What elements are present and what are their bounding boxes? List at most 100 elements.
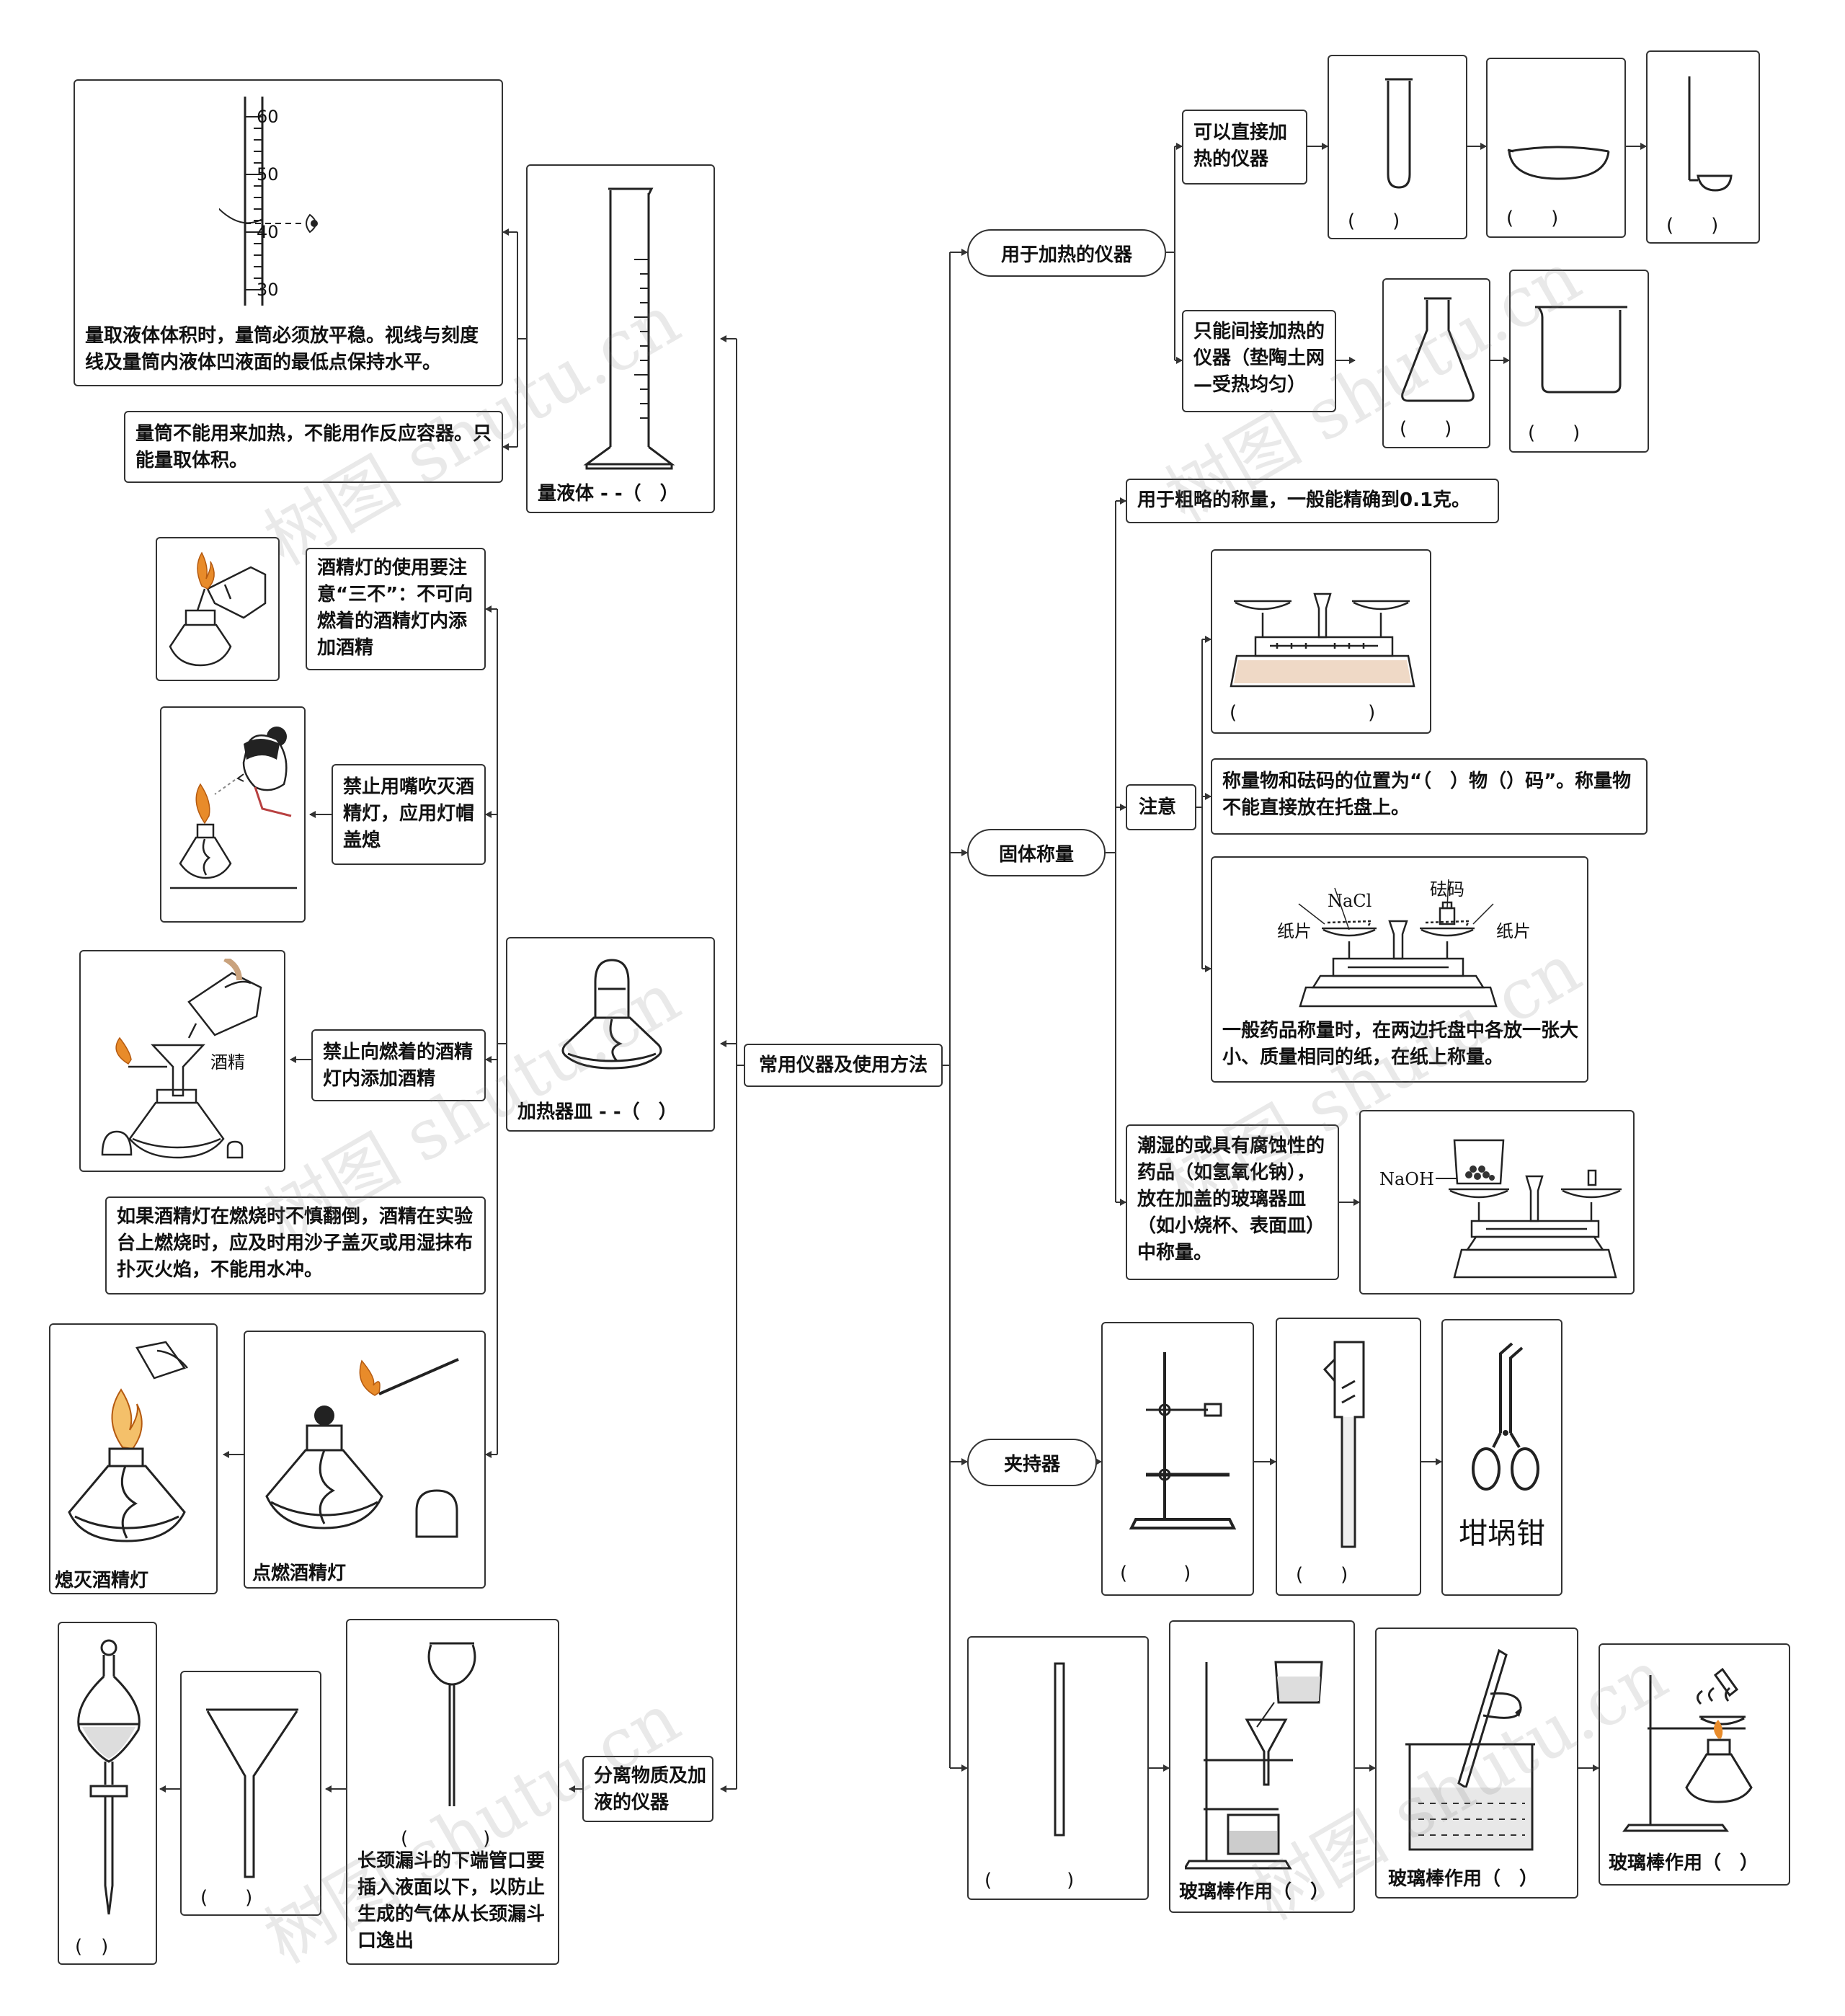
three-no-rule-note: 酒精灯的使用要注意“三不”：不可向燃着的酒精灯内添加酒精 [306,548,486,670]
stirring-caption: 玻璃棒作用（ ） [1388,1868,1539,1890]
no-add-alcohol-note: 禁止向燃着的酒精灯内添加酒精 [311,1029,486,1101]
long-neck-funnel-paren: ( ) [401,1828,491,1850]
evaporation-caption: 玻璃棒作用（ ） [1609,1852,1759,1874]
naoh-label: NaOH [1379,1169,1434,1189]
corrosive-weighing-text: 潮湿的或具有腐蚀性的药品（如氢氧化钠），放在加盖的玻璃器皿（如小烧杯、表面皿）中… [1137,1135,1325,1264]
beaker-node[interactable]: ( ) [1509,270,1649,453]
scale-label-50: 50 [257,164,279,185]
pour-alcohol-illustration: 酒精 [79,950,285,1172]
blow-lamp-illustration [160,706,306,923]
combustion-spoon-paren: ( ) [1666,215,1719,236]
stirring-icon [1405,1648,1535,1851]
rough-weighing-text: 用于粗略的称量，一般能精确到0.1克。 [1137,489,1471,511]
attention-label: 注意 [1139,796,1177,818]
direct-heating-label: 可以直接加热的仪器 [1193,122,1288,170]
alcohol-label: 酒精 [210,1052,245,1073]
scale-label-30: 30 [257,280,279,300]
balance-paren: ( ) [1230,702,1376,724]
filtration-node: 玻璃棒作用（ ） [1169,1620,1355,1913]
conical-flask-icon [1401,297,1475,402]
evaporation-icon [1622,1667,1753,1832]
light-lamp-caption: 点燃酒精灯 [252,1563,347,1584]
direct-heating-node[interactable]: 可以直接加热的仪器 [1182,110,1307,185]
clamp-tools-node[interactable]: 夹持器 [967,1439,1097,1486]
heating-instruments-node[interactable]: 用于加热的仪器 [967,229,1166,277]
test-tube-node[interactable]: ( ) [1328,55,1467,239]
crucible-tongs-node[interactable]: 坩埚钳 [1441,1319,1562,1596]
evaporation-node: 玻璃棒作用（ ） [1599,1643,1790,1886]
balance-node[interactable]: ( ) [1211,549,1431,734]
separatory-funnel-paren: ( ) [75,1936,109,1958]
long-neck-funnel-note: 长颈漏斗的下端管口要插入液面以下，以防止生成的气体从长颈漏斗口逸出 [357,1850,546,1952]
conical-flask-paren: ( ) [1400,418,1452,440]
test-tube-icon [1385,78,1413,189]
clamp-tools-label: 夹持器 [1003,1453,1060,1475]
test-tube-holder-node[interactable]: ( ) [1276,1318,1421,1596]
naoh-pointer-line [1436,1178,1457,1179]
filtration-caption: 玻璃棒作用（ ） [1179,1881,1330,1903]
alcohol-lamp-icon [561,959,662,1070]
pouring-alcohol-icon [101,959,262,1159]
weights-label: 砝码 [1430,879,1464,900]
graduated-cylinder-node[interactable]: 量液体 - -（ ） [526,164,715,513]
meniscus-scale-icon [219,97,318,306]
separatory-funnel-node[interactable]: ( ) [58,1622,157,1965]
heating-instruments-label: 用于加热的仪器 [1000,244,1132,266]
glass-rod-paren: ( ) [984,1870,1075,1891]
paper-weighing-text: 一般药品称量时，在两边托盘中各放一张大小、质量相同的纸，在纸上称量。 [1222,1020,1579,1068]
glass-rod-node[interactable]: ( ) [967,1636,1149,1900]
nacl-label: NaCl [1328,891,1372,911]
indirect-heating-node[interactable]: 只能间接加热的仪器（垫陶土网—受热均匀） [1182,310,1336,412]
crucible-tongs-label: 坩埚钳 [1459,1517,1545,1550]
meniscus-reading-text: 量取液体体积时，量筒必须放平稳。视线与刻度线及量筒内液体凹液面的最低点保持水平。 [85,325,479,373]
test-tube-holder-paren: ( ) [1296,1564,1348,1586]
test-tube-holder-icon [1322,1341,1365,1548]
funnel-icon [206,1708,298,1878]
evaporating-dish-node[interactable]: ( ) [1486,58,1626,238]
weight-position-note: 称量物和砝码的位置为“（ ）物（）码”。称量物不能直接放在托盘上。 [1211,758,1648,835]
alcohol-lamp-node[interactable]: 加热器皿 - -（ ） [506,937,715,1132]
naoh-balance-node: NaOH [1359,1110,1635,1295]
meniscus-reading-note: 60 50 40 30 量取液体体积时，量筒必须放平稳。视线与刻度线及量筒内液体… [74,79,503,386]
filtration-icon [1185,1661,1323,1870]
separation-node[interactable]: 分离物质及加液的仪器 [582,1756,713,1822]
scale-label-60: 60 [257,107,279,127]
alcohol-lamp-caption: 加热器皿 - -（ ） [517,1101,677,1123]
person-blowing-icon [170,727,297,889]
scale-label-40: 40 [257,222,279,242]
combustion-spoon-node[interactable]: ( ) [1646,50,1760,244]
iron-stand-node[interactable]: ( ) [1101,1322,1254,1596]
iron-stand-icon [1129,1352,1237,1529]
root-node[interactable]: 常用仪器及使用方法 [744,1044,943,1087]
rough-weighing-note: 用于粗略的称量，一般能精确到0.1克。 [1126,479,1499,523]
light-lamp-illustration: 点燃酒精灯 [244,1331,486,1589]
no-heating-note: 量筒不能用来加热，不能用作反应容器。只能量取体积。 [124,411,503,483]
fire-safety-text: 如果酒精灯在燃烧时不慎翻倒，酒精在实验台上燃烧时，应及时用沙子盖灭或用湿抹布扑灭… [117,1206,474,1281]
root-label: 常用仪器及使用方法 [758,1054,928,1076]
beaker-paren: ( ) [1528,422,1581,444]
paper-weighing-node: NaCl 砝码 纸片 纸片 一般药品称量时，在两边托盘中各放一张大小、质量相同的… [1211,856,1588,1083]
combustion-spoon-icon [1688,76,1733,192]
crucible-tongs-icon [1472,1342,1539,1491]
solid-weighing-node[interactable]: 固体称量 [967,829,1106,876]
pan-balance-icon [1230,592,1415,688]
separatory-funnel-icon [77,1639,141,1915]
stirring-node: 玻璃棒作用（ ） [1375,1628,1578,1899]
evaporating-dish-icon [1507,146,1610,180]
graduated-cylinder-icon [583,187,675,470]
attention-node[interactable]: 注意 [1126,784,1196,830]
extinguish-lamp-illustration: 熄灭酒精灯 [49,1323,218,1594]
conical-flask-node[interactable]: ( ) [1382,278,1490,448]
iron-stand-paren: ( ) [1120,1563,1191,1584]
corrosive-weighing-note: 潮湿的或具有腐蚀性的药品（如氢氧化钠），放在加盖的玻璃器皿（如小烧杯、表面皿）中… [1126,1124,1339,1280]
no-add-alcohol-text: 禁止向燃着的酒精灯内添加酒精 [323,1042,474,1090]
separation-label: 分离物质及加液的仪器 [594,1765,707,1813]
funnel-node[interactable]: ( ) [180,1671,321,1916]
tilting-lamp-icon [169,551,267,667]
long-neck-funnel-node[interactable]: ( ) 长颈漏斗的下端管口要插入液面以下，以防止生成的气体从长颈漏斗口逸出 [346,1619,559,1965]
glass-rod-icon [1054,1662,1065,1837]
match-lighting-icon [265,1358,459,1538]
long-neck-funnel-icon [427,1642,476,1806]
tilt-lamp-illustration [156,537,280,681]
